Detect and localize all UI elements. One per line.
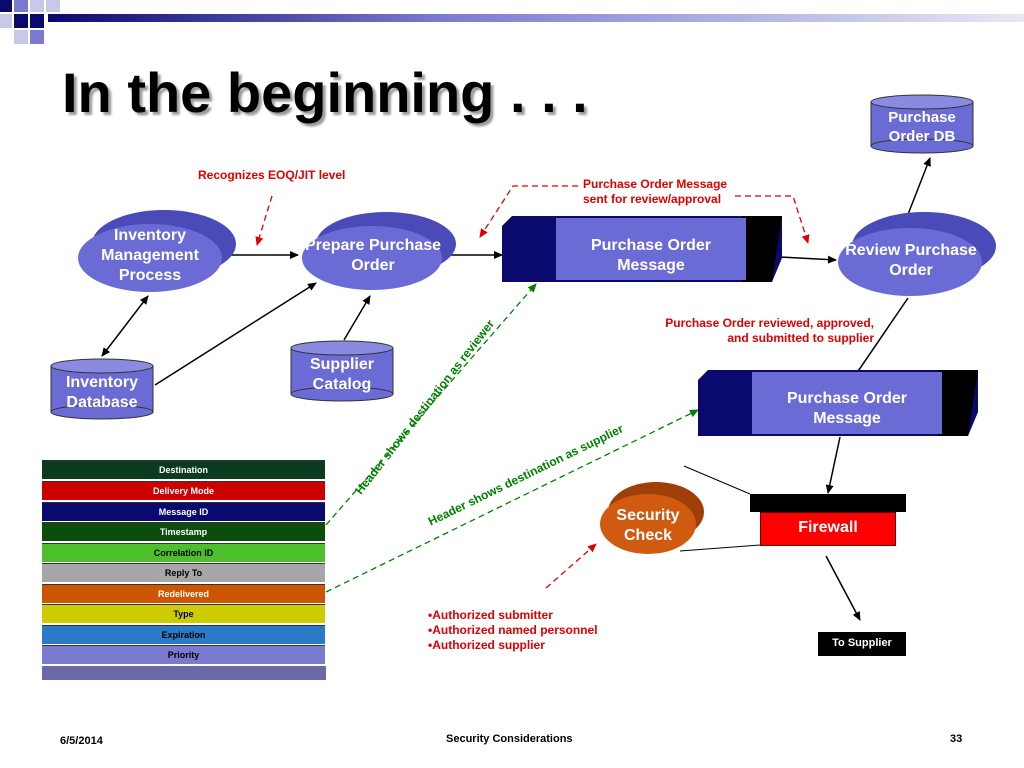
footer-date: 6/5/2014 [60, 735, 103, 747]
header-field-destination: Destination [42, 460, 325, 479]
firewall: Firewall [750, 494, 906, 546]
footer-page-number: 33 [950, 733, 963, 745]
purchase-order-message-1-label: Purchase Order Message [590, 237, 712, 274]
purchase-order-db-label: Purchase Order DB [888, 109, 956, 145]
header-field-delivery-mode: Delivery Mode [42, 481, 325, 500]
header-field-redelivered: Redelivered [42, 584, 325, 603]
review-purchase-order-label: Review Purchase Order [845, 242, 977, 279]
inventory-management-process-label: Inventory Management Process [101, 227, 199, 284]
prepare-purchase-order-node: Prepare Purchase Order [298, 210, 458, 294]
firewall-label: Firewall [798, 519, 858, 536]
header-field-timestamp: Timestamp [42, 522, 325, 541]
security-check-node: Security Check [596, 480, 708, 556]
supplier-catalog: Supplier Catalog [290, 340, 394, 402]
to-supplier-box: To Supplier [818, 632, 906, 656]
prepare-purchase-order-label: Prepare Purchase Order [304, 237, 442, 274]
annotation-reviewed: Purchase Order reviewed, approved, and s… [665, 316, 874, 345]
inventory-database: Inventory Database [50, 358, 154, 420]
inventory-management-process-node: Inventory Management Process [76, 208, 238, 294]
purchase-order-message-2: Purchase Order Message [698, 370, 978, 436]
corner-decoration [0, 0, 80, 60]
security-check-label: Security Check [616, 507, 680, 544]
header-field-message-id: Message ID [42, 502, 325, 521]
annotation-auth-list: •Authorized submitter •Authorized named … [428, 608, 598, 653]
header-field-correlation-id: Correlation ID [42, 543, 325, 562]
message-header-stack: Destination Delivery Mode Message ID Tim… [42, 460, 326, 680]
to-supplier-label: To Supplier [832, 637, 892, 649]
inventory-database-label: Inventory Database [65, 374, 138, 411]
header-field-expiration: Expiration [42, 625, 325, 644]
annotation-eoq: Recognizes EOQ/JIT level [198, 168, 346, 182]
header-field-priority: Priority [42, 645, 325, 664]
slide-title: In the beginning . . . [62, 61, 588, 124]
header-field-type: Type [42, 604, 325, 623]
footer-title: Security Considerations [446, 733, 573, 745]
annotation-sent-for-review: Purchase Order Message sent for review/a… [583, 177, 728, 206]
purchase-order-message-2-label: Purchase Order Message [786, 390, 908, 427]
purchase-order-message-1: Purchase Order Message [502, 216, 782, 282]
auth-item-supplier: •Authorized supplier [428, 638, 545, 652]
supplier-catalog-label: Supplier Catalog [309, 356, 374, 393]
header-field-reply-to: Reply To [42, 563, 325, 582]
auth-item-personnel: •Authorized named personnel [428, 623, 598, 637]
header-bar [48, 14, 1024, 22]
purchase-order-db: Purchase Order DB [870, 94, 974, 154]
auth-item-submitter: •Authorized submitter [428, 608, 553, 622]
review-purchase-order-node: Review Purchase Order [836, 208, 998, 300]
